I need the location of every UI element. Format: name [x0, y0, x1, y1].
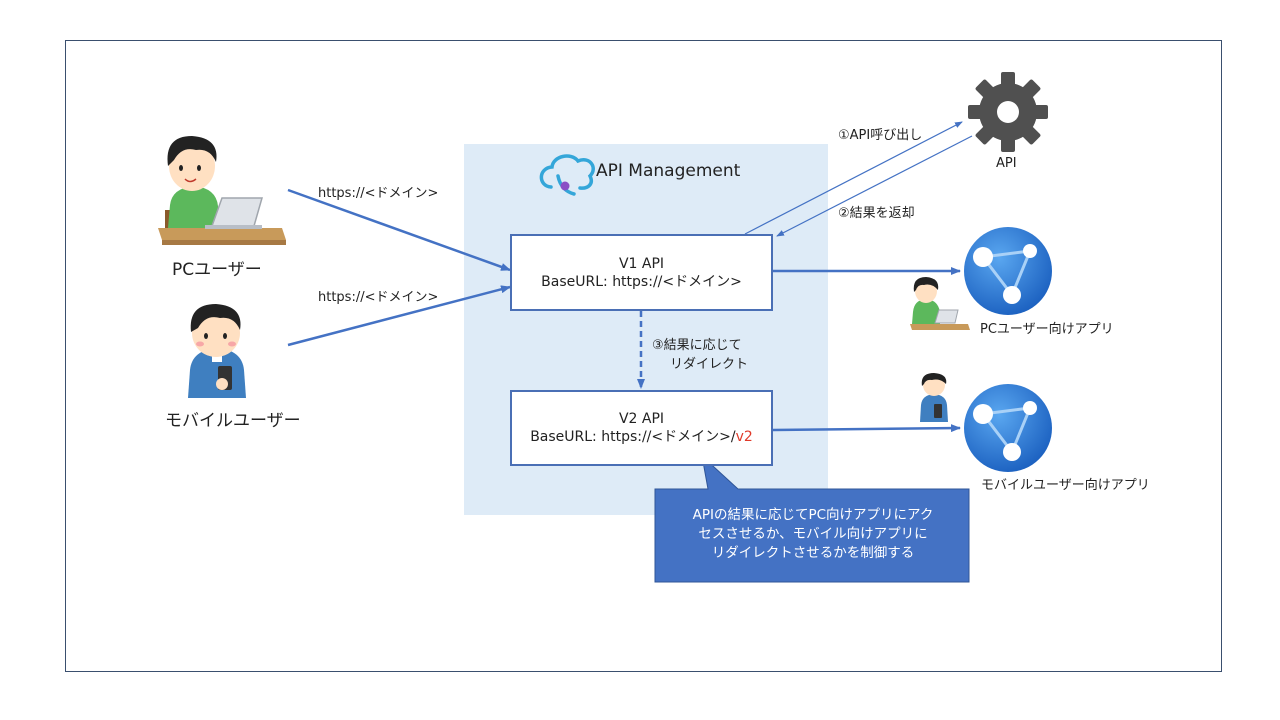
mobile-app-globe-icon	[964, 384, 1052, 472]
v1-api-title: V1 API	[618, 256, 665, 272]
callout-line-1: APIの結果に応じてPC向けアプリにアク	[692, 507, 934, 523]
pc-user-illustration	[158, 136, 286, 245]
pc-request-arrow	[287, 188, 511, 272]
redirect-label-line1: ③結果に応じて	[652, 338, 742, 353]
api-return-label: ②結果を返却	[838, 206, 915, 221]
callout-line-2: セスさせるか、モバイル向けアプリに	[698, 526, 928, 542]
api-return-arrow	[776, 135, 973, 237]
v2-api-title: V2 API	[618, 411, 665, 427]
slide-frame	[65, 40, 1222, 672]
callout-line-3: リダイレクトさせるかを制御する	[711, 545, 915, 561]
v1-api-box: V1 API BaseURL: https://<ドメイン>	[510, 234, 773, 311]
pc-app-globe-icon	[964, 227, 1052, 315]
gear-icon	[968, 72, 1048, 152]
small-mobile-user-icon	[920, 373, 948, 422]
redirect-label-line2: リダイレクト	[670, 357, 749, 372]
small-pc-user-icon	[910, 277, 970, 330]
api-call-label: ①API呼び出し	[838, 128, 923, 143]
api-label: API	[996, 156, 1017, 171]
v2-to-mobile-app-arrow	[772, 424, 961, 433]
callout-bubble	[654, 454, 970, 583]
mobile-request-arrow	[287, 285, 511, 347]
apim-title: API Management	[596, 161, 741, 181]
v1-api-baseurl: BaseURL: https://<ドメイン>	[541, 274, 742, 290]
mobile-request-url-label: https://<ドメイン>	[318, 290, 439, 305]
v2-baseurl-suffix: v2	[735, 429, 753, 445]
v2-baseurl-prefix: BaseURL: https://<ドメイン>/	[530, 429, 736, 445]
pc-user-label: PCユーザー	[172, 260, 262, 280]
apim-cloud-icon	[539, 154, 595, 196]
v2-api-box: V2 API BaseURL: https://<ドメイン>/v2	[510, 390, 773, 466]
pc-request-url-label: https://<ドメイン>	[318, 186, 439, 201]
mobile-user-label: モバイルユーザー	[165, 411, 301, 431]
mobile-user-illustration	[188, 304, 246, 398]
api-call-arrow	[744, 121, 963, 235]
mobile-app-label: モバイルユーザー向けアプリ	[981, 478, 1150, 493]
callout-text: APIの結果に応じてPC向けアプリにアク セスさせるか、モバイル向けアプリに リ…	[657, 506, 969, 563]
pc-app-label: PCユーザー向けアプリ	[980, 322, 1114, 337]
v2-api-baseurl: BaseURL: https://<ドメイン>/v2	[512, 428, 771, 446]
